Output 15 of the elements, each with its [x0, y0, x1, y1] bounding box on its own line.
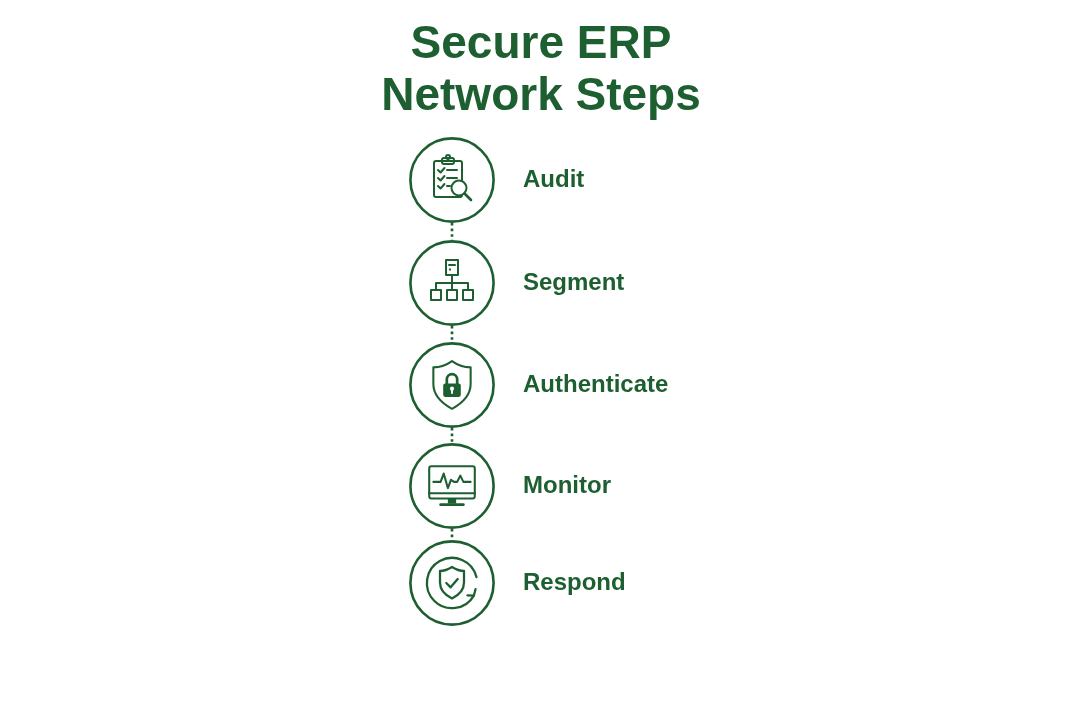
step-circle: [409, 137, 495, 223]
step-label: Audit: [523, 165, 585, 193]
title: Secure ERP Network Steps: [380, 16, 702, 120]
step-label: Authenticate: [523, 370, 669, 398]
dotted-connector: [450, 223, 454, 240]
step-circle: [409, 342, 495, 428]
step-circle: [409, 240, 495, 326]
dotted-connector: [450, 326, 454, 342]
step-label: Monitor: [523, 471, 611, 499]
step-circle: [409, 443, 495, 529]
dotted-connector: [450, 428, 454, 443]
step-circle: [409, 540, 495, 626]
step-label: Segment: [523, 268, 625, 296]
step-label: Respond: [523, 568, 626, 596]
dotted-connector: [450, 529, 454, 540]
